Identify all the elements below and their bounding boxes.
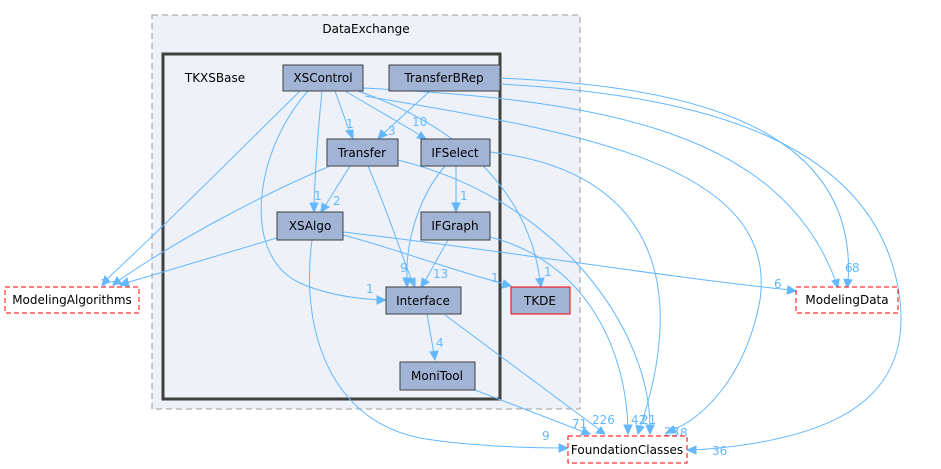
edge-xsalgo-modelingdata: [342, 231, 791, 291]
node-label-modelingdata: ModelingData: [805, 293, 888, 307]
edge-label-ifgraph-interface: 13: [433, 267, 448, 281]
edge-label-fc-ifgraph: 42: [631, 413, 646, 427]
edge-xscontrol-modelingalgorithms: [105, 90, 301, 281]
edge-xscontrol-ifselect: [344, 90, 421, 136]
node-xscontrol[interactable]: XSControl: [282, 64, 364, 92]
edge-ifgraph-interface: [424, 239, 449, 282]
node-transferbrep[interactable]: TransferBRep: [388, 64, 501, 92]
edge-label-transferbrep-transfer: 3: [388, 124, 396, 138]
edge-transfer-modelingalgorithms: [117, 165, 331, 282]
edge-label-transfer-interface: 9: [400, 261, 408, 275]
edge-label-ma-2: 1: [110, 279, 118, 293]
edge-xsalgo-foundationclasses: [309, 239, 563, 449]
node-label-foundationclasses: FoundationClasses: [571, 443, 683, 457]
edge-transferbrep-foundationclasses: [499, 83, 902, 451]
edge-xscontrol-tkde: [357, 90, 541, 282]
node-label-xscontrol: XSControl: [293, 71, 352, 85]
edge-label-xscontrol-interface: 1: [366, 282, 374, 296]
node-ifselect[interactable]: IFSelect: [420, 138, 491, 167]
edge-xscontrol-interface: [260, 90, 381, 301]
node-label-transfer: Transfer: [337, 146, 386, 160]
edge-ifselect-foundationclasses: [489, 151, 661, 429]
node-label-monitool: MoniTool: [411, 369, 463, 383]
edge-xscontrol-foundationclasses: [364, 95, 762, 431]
node-label-tkde: TKDE: [523, 294, 556, 308]
edge-label-fc-transferbrep: 36: [712, 444, 727, 458]
node-tkde[interactable]: TKDE: [510, 286, 571, 315]
node-transfer[interactable]: Transfer: [326, 138, 399, 167]
edge-label-transfer-xsalgo: 2: [333, 194, 341, 208]
edge-label-fc-xscontrol: 8: [680, 426, 688, 440]
edge-label-interface-monitool: 4: [436, 336, 444, 350]
edge-transfer-xsalgo: [324, 165, 351, 207]
node-foundationclasses[interactable]: FoundationClasses: [567, 435, 688, 464]
edge-label-modelingdata-xsalgo: 6: [774, 277, 782, 291]
node-label-modelingalgorithms: ModelingAlgorithms: [12, 293, 132, 307]
edge-interface-foundationclasses: [444, 314, 601, 431]
node-label-interface: Interface: [396, 294, 450, 308]
node-modelingalgorithms[interactable]: ModelingAlgorithms: [4, 286, 140, 314]
edge-transfer-foundationclasses: [397, 159, 651, 429]
edge-label-fc-interface: 226: [592, 413, 615, 427]
edge-xscontrol-transfer: [334, 90, 351, 134]
edge-xscontrol-xsalgo: [313, 90, 323, 207]
edge-label-modelingdata-b: 8: [852, 261, 860, 275]
edge-xsalgo-modelingalgorithms: [125, 236, 281, 284]
edge-label-xsalgo-tkde: 1: [491, 271, 499, 285]
edge-ifselect-interface: [406, 165, 446, 282]
node-label-ifselect: IFSelect: [431, 146, 479, 160]
edge-interface-monitool: [426, 313, 435, 355]
cluster-label-tkxsbase: TKXSBase: [184, 71, 245, 85]
cluster-label-dataexchange: DataExchange: [322, 22, 409, 36]
edge-label-xscontrol-xsalgo: 1: [314, 189, 322, 203]
node-label-xsalgo: XSAlgo: [289, 219, 332, 233]
node-interface[interactable]: Interface: [385, 286, 462, 315]
node-label-transferbrep: TransferBRep: [403, 71, 483, 85]
node-modelingdata[interactable]: ModelingData: [795, 286, 899, 314]
node-xsalgo[interactable]: XSAlgo: [276, 211, 344, 241]
edge-transferbrep-modelingdata-b: [499, 77, 849, 283]
edge-ifgraph-foundationclasses: [489, 236, 629, 429]
edge-label-xscontrol-tkde: 1: [544, 265, 552, 279]
node-label-ifgraph: IFGraph: [431, 219, 478, 233]
edge-label-xscontrol-ifselect: 10: [412, 115, 427, 129]
edges: 1 3 10 1 2 1 9 13 1: [100, 77, 902, 458]
node-monitool[interactable]: MoniTool: [399, 361, 476, 391]
nodes: XSControl TransferBRep Transfer IFSelect…: [4, 64, 899, 464]
edge-label-fc-xsalgo: 9: [542, 429, 550, 443]
edge-label-fc-monitool: 71: [572, 417, 587, 431]
edge-label-fc-ifselect: 21: [641, 413, 656, 427]
edge-xsalgo-tkde: [342, 234, 506, 285]
edge-xscontrol-modelingdata-a: [362, 87, 837, 283]
node-ifgraph[interactable]: IFGraph: [420, 211, 491, 241]
edge-transfer-interface: [367, 165, 413, 282]
edge-label-ma-1: 1: [100, 277, 108, 291]
edge-monitool-foundationclasses: [474, 389, 585, 433]
edge-label-ifselect-ifgraph: 1: [460, 189, 468, 203]
edge-label-xscontrol-transfer: 1: [346, 117, 354, 131]
